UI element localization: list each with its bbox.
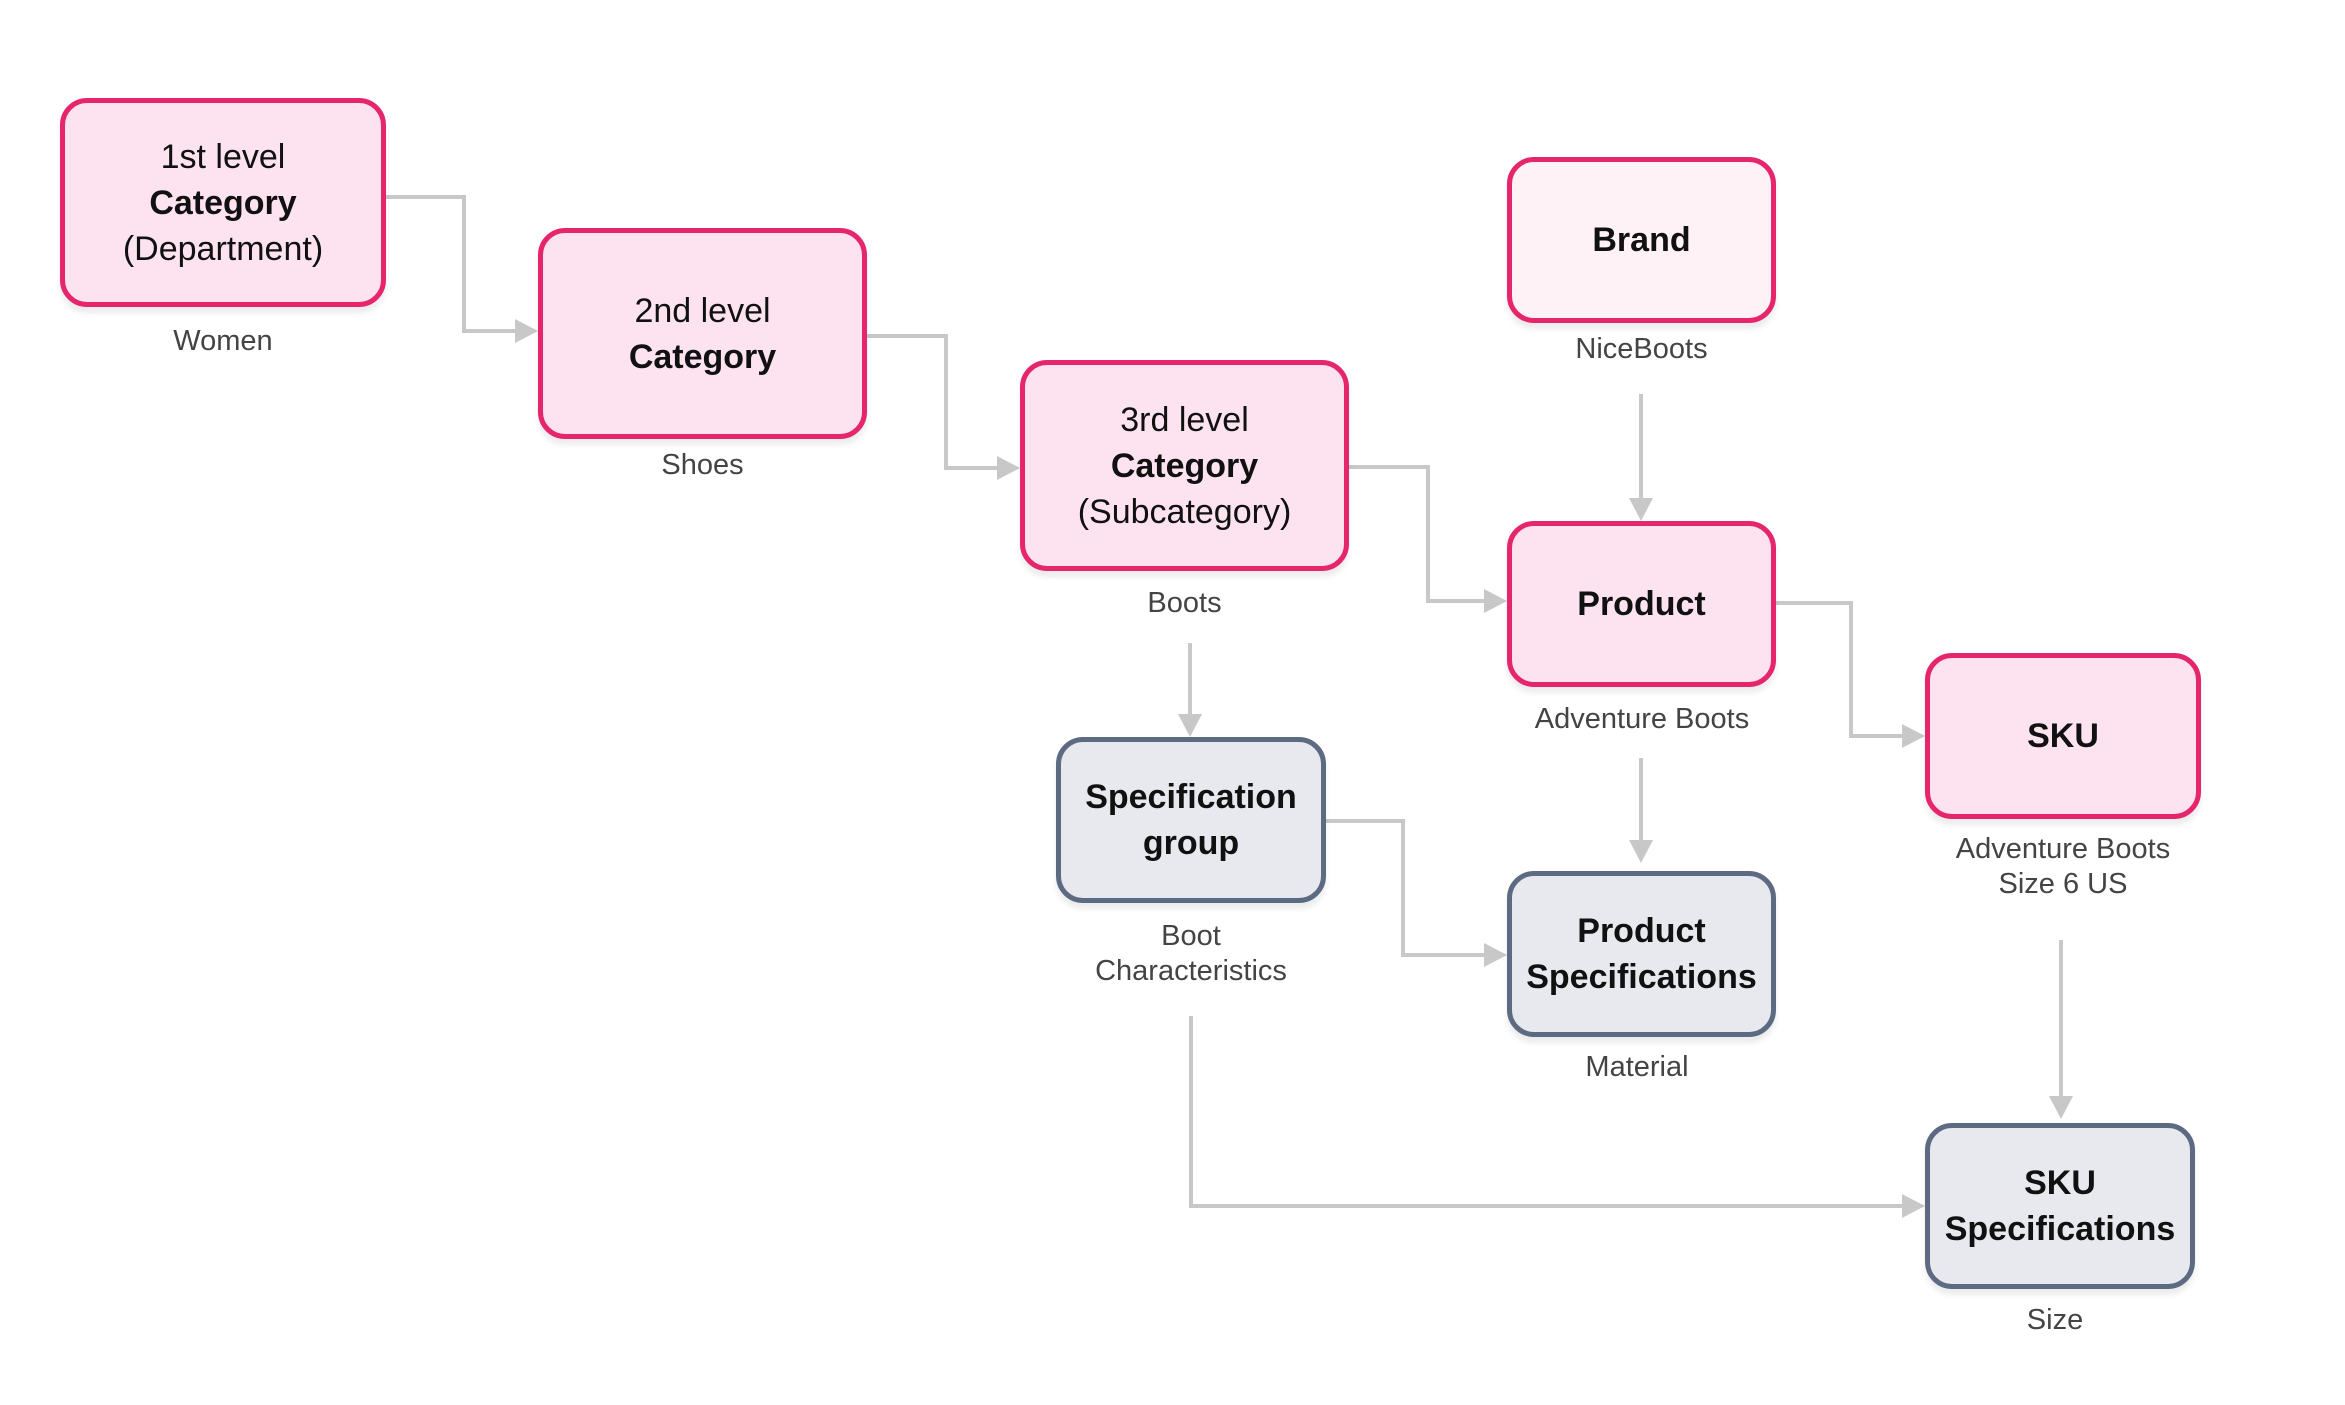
second-level-line2: Category bbox=[628, 337, 777, 376]
connector-spec-group-to-sku-specs bbox=[1189, 1016, 1902, 1208]
first-level-category-node: 1st level Category (Department) bbox=[60, 98, 386, 307]
arrowhead-sku-specs-top bbox=[2049, 1096, 2073, 1119]
specification-group-node: Specification group bbox=[1056, 737, 1326, 903]
brand-label: Brand bbox=[1592, 221, 1691, 259]
arrowhead-sku-specs-left bbox=[1902, 1194, 1925, 1218]
specification-group-caption-line2: Characteristics bbox=[1095, 955, 1287, 987]
connector-second-to-third bbox=[867, 334, 997, 470]
connector-first-to-second bbox=[386, 195, 515, 333]
third-level-line2: Category bbox=[1110, 446, 1259, 485]
arrowhead-product-specs-top bbox=[1629, 840, 1653, 863]
product-specifications-line1: Product bbox=[1577, 912, 1706, 950]
product-specifications-caption: Material bbox=[1585, 1051, 1689, 1083]
specification-group-caption-line1: Boot bbox=[1161, 920, 1221, 952]
third-level-caption: Boots bbox=[1147, 587, 1222, 619]
connector-product-to-sku bbox=[1776, 601, 1902, 738]
first-level-caption: Women bbox=[173, 325, 273, 357]
second-level-caption: Shoes bbox=[661, 449, 744, 481]
third-level-category-node: 3rd level Category (Subcategory) bbox=[1020, 360, 1349, 571]
sku-caption-line2: Size 6 US bbox=[1998, 868, 2128, 900]
first-level-line3: (Department) bbox=[122, 229, 324, 268]
connector-spec-group-to-product-specs bbox=[1326, 819, 1484, 957]
specification-group-line2: group bbox=[1142, 824, 1240, 862]
arrowhead-third-level bbox=[997, 456, 1020, 480]
sku-specifications-line1: SKU bbox=[2024, 1164, 2096, 1202]
arrowhead-second-level bbox=[515, 319, 538, 343]
sku-specifications-caption: Size bbox=[2026, 1304, 2084, 1336]
product-node: Product bbox=[1507, 521, 1776, 687]
arrowhead-sku bbox=[1902, 724, 1925, 748]
arrowhead-product-top bbox=[1629, 498, 1653, 521]
product-label: Product bbox=[1577, 585, 1706, 623]
sku-specifications-line2: Specifications bbox=[1944, 1210, 2176, 1248]
sku-label: SKU bbox=[2027, 717, 2099, 755]
connector-third-to-product bbox=[1349, 465, 1484, 603]
sku-caption-line1: Adventure Boots bbox=[1955, 833, 2171, 865]
first-level-line2: Category bbox=[149, 183, 297, 222]
first-level-line1: 1st level bbox=[160, 137, 286, 176]
arrowhead-spec-group bbox=[1178, 714, 1202, 737]
sku-node: SKU bbox=[1925, 653, 2201, 819]
brand-caption: NiceBoots bbox=[1575, 333, 1708, 365]
second-level-line1: 2nd level bbox=[634, 291, 771, 330]
third-level-line3: (Subcategory) bbox=[1077, 492, 1292, 531]
product-specifications-node: Product Specifications bbox=[1507, 871, 1776, 1037]
second-level-category-node: 2nd level Category bbox=[538, 228, 867, 439]
specification-group-line1: Specification bbox=[1085, 778, 1297, 816]
sku-caption: Adventure Boots Size 6 US bbox=[1890, 832, 2236, 902]
arrowhead-product-specs-left bbox=[1484, 943, 1507, 967]
third-level-line1: 3rd level bbox=[1120, 400, 1249, 439]
sku-specifications-node: SKU Specifications bbox=[1925, 1123, 2195, 1289]
product-caption: Adventure Boots bbox=[1534, 703, 1750, 735]
product-specifications-line2: Specifications bbox=[1526, 958, 1757, 996]
arrowhead-product-left bbox=[1484, 589, 1507, 613]
brand-node: Brand bbox=[1507, 157, 1776, 323]
specification-group-caption: Boot Characteristics bbox=[1031, 919, 1351, 989]
